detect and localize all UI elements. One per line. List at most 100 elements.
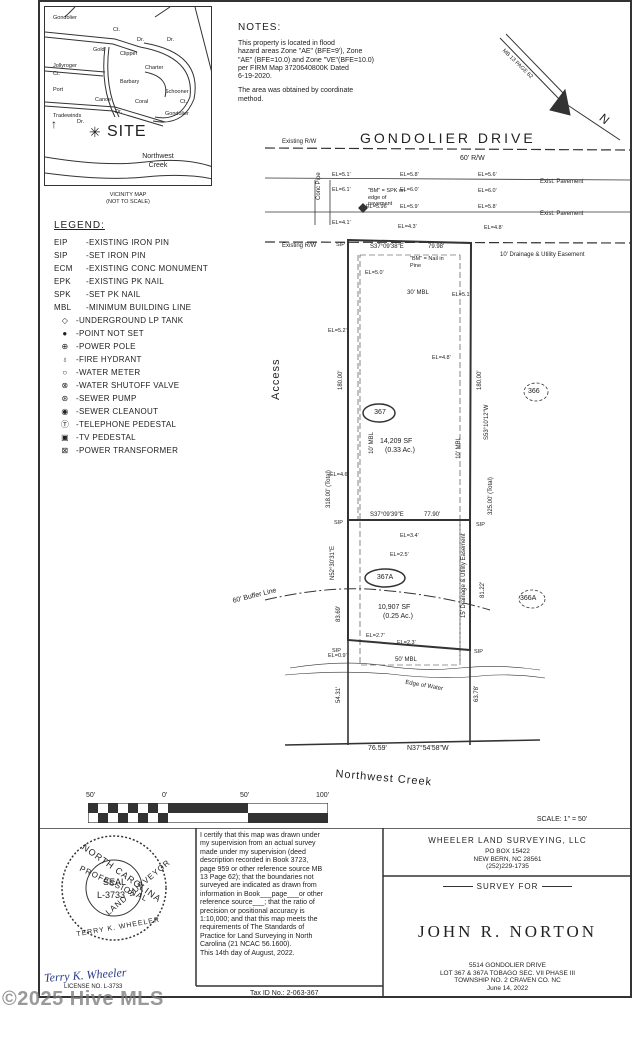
notes-block: This property is located in flood hazard…	[238, 40, 408, 104]
legend-code: EPK	[54, 277, 71, 286]
vicinity-suffix: Dr.	[115, 109, 123, 115]
cert-line: made under my supervision (deed	[200, 848, 306, 856]
address-line: 5514 GONDOLIER DRIVE	[469, 962, 546, 969]
legend-separator: -	[76, 355, 79, 364]
vicinity-suffix: Ct.	[180, 99, 188, 105]
dist-180-right: 180.00'	[477, 370, 483, 391]
legend-item: SPK- SET PK NAIL	[54, 288, 244, 301]
company-box: PO BOX 15422	[485, 848, 530, 855]
sip-label: SIP	[476, 522, 485, 528]
elevation: EL=4.8'	[484, 225, 503, 231]
site-star-icon: ✳	[89, 124, 101, 140]
cert-line: reference source___; that the ratio of	[200, 899, 315, 907]
distance-mid: 77.90'	[424, 512, 441, 518]
mbl-10-right: 10' MBL	[455, 437, 462, 459]
lot-367a-area: 10,907 SF	[378, 604, 411, 611]
legend-text: SEWER PUMP	[78, 394, 137, 403]
legend-symbol-icon: ○	[62, 368, 68, 377]
bm-top-note: "BM" = SPK on edge of pavement	[368, 188, 406, 207]
elevation: EL=0.9'	[328, 653, 347, 659]
watermark: ©2025 Hive MLS	[2, 988, 164, 1010]
scale-text: SCALE: 1" = 50'	[536, 816, 588, 823]
legend-separator: -	[76, 433, 79, 442]
dist-325-total: 325.00' (Total)	[488, 477, 494, 515]
cert-line: surveyed are indicated as drawn from	[200, 882, 317, 890]
legend-item: ⊗- WATER SHUTOFF VALVE	[54, 379, 244, 392]
elevation: EL=5.96'	[366, 204, 388, 210]
legend-code: MBL	[54, 303, 72, 312]
cert-line: 1:10,000; and that this map meets the	[200, 916, 318, 924]
legend-item: ECM - EXISTING CONC MONUMENT	[54, 262, 244, 275]
legend-item: ⊕- POWER POLE	[54, 340, 244, 353]
legend-item: MBL- MINIMUM BUILDING LINE	[54, 301, 244, 314]
legend-symbol-icon: ⊛	[61, 394, 69, 403]
legend-text: MINIMUM BUILDING LINE	[88, 303, 192, 312]
lot-367-area: 14,209 SF	[380, 438, 413, 445]
legend-symbol-icon: ♁	[61, 355, 69, 364]
vicinity-street: Canoe	[95, 97, 112, 103]
seal-center-number: L-3733	[97, 890, 126, 900]
north-arrow-icon: ↑	[51, 117, 57, 131]
distance-bottom: 76.59'	[368, 745, 387, 752]
client-name: JOHN R. NORTON	[417, 922, 598, 941]
neighbor-366a: 366A	[520, 595, 537, 602]
sip-label: SIP	[334, 520, 343, 526]
survey-for-text: SURVEY FOR	[476, 882, 539, 891]
legend-symbol-icon: ⊠	[61, 446, 69, 455]
certification-text: I certify that this map was drawn under …	[200, 832, 378, 958]
vicinity-street: Gold	[93, 47, 105, 53]
elevation: EL=5.9'	[400, 204, 419, 210]
address-line: LOT 367 & 367A TOBAGO SEC. VII PHASE III	[439, 969, 576, 977]
vicinity-roads-icon	[45, 7, 211, 180]
legend-separator: -	[86, 277, 89, 286]
legend-item: ▣- TV PEDESTAL	[54, 431, 244, 444]
notes-line: method.	[238, 95, 264, 103]
easement-side: 15' Drainage & Utility Easement	[461, 533, 467, 618]
cert-line: requirements of The Standards of	[200, 924, 305, 932]
elevation: EL=2.7'	[366, 633, 385, 639]
scale-tick: 0'	[162, 792, 168, 799]
legend-item: ○- WATER METER	[54, 366, 244, 379]
legend-text: TELEPHONE PEDESTAL	[78, 420, 177, 429]
legend-separator: -	[76, 329, 79, 338]
plat-frame	[38, 0, 632, 998]
scale-tick: 100'	[316, 792, 330, 799]
cert-line: 13 Page 62); that the boundaries not	[200, 874, 314, 882]
bearing-mid: S37°09'39"E	[370, 512, 404, 518]
legend-symbol-icon: ▣	[61, 433, 69, 442]
lot-367a-label: 367A	[376, 574, 394, 581]
license-number: LICENSE NO. L-3733	[64, 984, 123, 990]
vicinity-street: Port	[53, 87, 64, 93]
bm-lot-note: "BM" = Nail in Pine	[410, 256, 444, 269]
elevation: EL=6.1'	[332, 187, 351, 193]
row-width: 60' R/W	[460, 155, 485, 162]
seal-center-label: SEAL	[103, 877, 127, 887]
cert-line: precision or positional accuracy is	[200, 907, 305, 915]
elevation: EL=5.1'	[332, 172, 351, 178]
legend-text: EXISTING CONC MONUMENT	[88, 264, 209, 273]
vicinity-street: Schooner	[165, 89, 189, 95]
legend-code: ECM	[54, 264, 73, 273]
surveyor-seal-icon	[61, 835, 167, 941]
neighbor-366: 366	[528, 388, 540, 395]
dist-5431: 54.31'	[336, 686, 342, 703]
legend-item: ◉- SEWER CLEANOUT	[54, 405, 244, 418]
property-address: 5514 GONDOLIER DRIVE LOT 367 & 367A TOBA…	[383, 962, 632, 992]
legend-text: EXISTING PK NAIL	[88, 277, 165, 286]
legend-text: SET IRON PIN	[88, 251, 146, 260]
mbl-10-left: 10' MBL	[368, 432, 375, 454]
legend-separator: -	[86, 264, 89, 273]
legend-text: WATER METER	[78, 368, 141, 377]
legend-text: UNDERGROUND LP TANK	[78, 316, 184, 325]
legend-code: SIP	[54, 251, 68, 260]
lot-367-acres: (0.33 Ac.)	[385, 447, 415, 454]
vicinity-suffix: Ct.	[53, 71, 61, 77]
notes-line: per FIRM Map 3720640800K Dated	[238, 64, 349, 72]
north-arrow-icon	[499, 33, 621, 141]
vicinity-suffix: Dr.	[167, 37, 175, 43]
legend-symbol-icon: ⊗	[61, 381, 69, 390]
legend-item: EPK - EXISTING PK NAIL	[54, 275, 244, 288]
vicinity-street: Barbary	[120, 79, 140, 85]
sip-label: SIP	[474, 649, 483, 655]
